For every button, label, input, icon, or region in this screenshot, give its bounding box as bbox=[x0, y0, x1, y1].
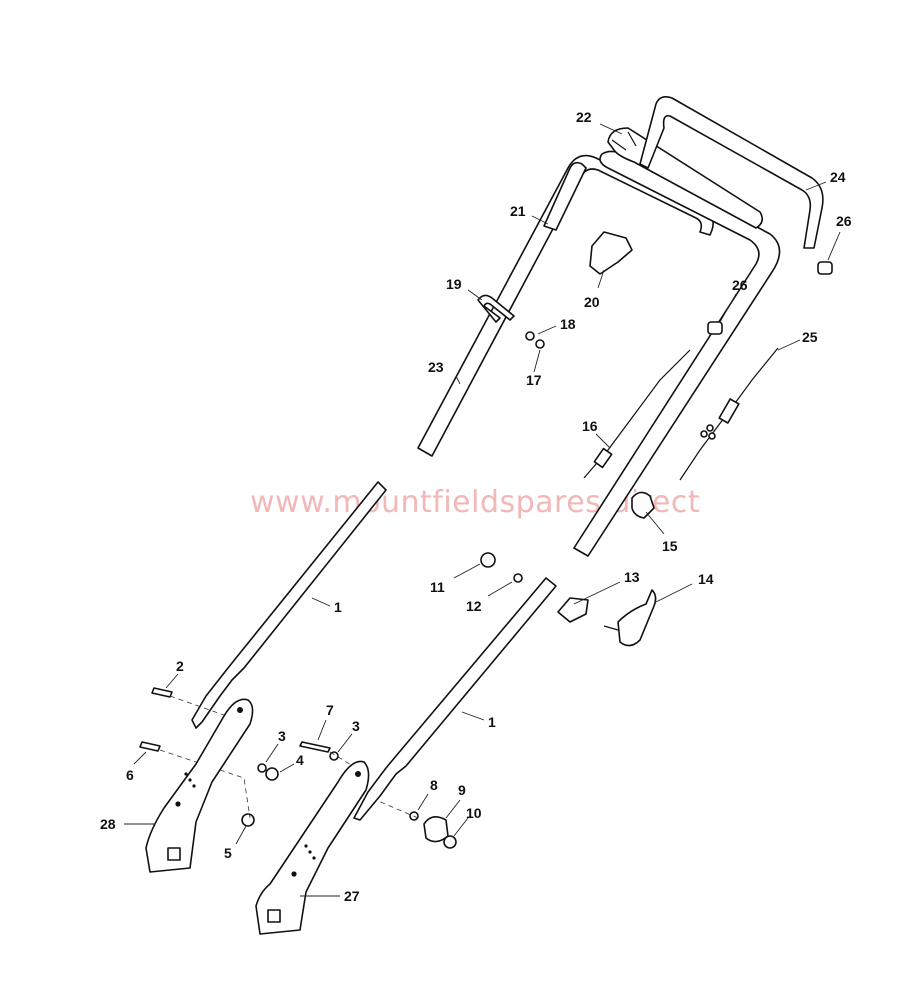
callout-2: 2 bbox=[176, 658, 184, 674]
callout-19: 19 bbox=[446, 276, 462, 292]
callout-1-left: 1 bbox=[334, 599, 342, 615]
callout-6: 6 bbox=[126, 767, 134, 783]
callout-18: 18 bbox=[560, 316, 576, 332]
handle-bracket-part-27 bbox=[255, 760, 370, 935]
wire-bail-part-21 bbox=[543, 161, 587, 231]
drive-cable-part-16 bbox=[583, 349, 691, 479]
callout-24: 24 bbox=[830, 169, 846, 185]
callout-26-right: 26 bbox=[836, 213, 852, 229]
callout-17: 17 bbox=[526, 372, 542, 388]
lower-handle-left bbox=[191, 481, 387, 729]
callout-27: 27 bbox=[344, 888, 360, 904]
callout-10: 10 bbox=[466, 805, 482, 821]
callout-4: 4 bbox=[296, 752, 304, 768]
callout-9: 9 bbox=[458, 782, 466, 798]
washer-part-3-left bbox=[257, 763, 267, 773]
cable-connector-part-26 bbox=[817, 261, 833, 275]
washer-part-3-right bbox=[329, 751, 339, 761]
washer-part-18 bbox=[525, 331, 535, 341]
nut-part-5 bbox=[241, 813, 255, 827]
bolt-part-7 bbox=[299, 741, 331, 753]
cable-guide-part-26-upper bbox=[707, 321, 723, 335]
nut-part-17 bbox=[535, 339, 545, 349]
callout-13: 13 bbox=[624, 569, 640, 585]
cable-bracket-part-20 bbox=[589, 231, 633, 275]
handle-clamp-part-13 bbox=[557, 597, 589, 623]
callout-11: 11 bbox=[430, 579, 445, 595]
callout-16: 16 bbox=[582, 418, 598, 434]
callout-7: 7 bbox=[326, 702, 334, 718]
operator-bail bbox=[639, 96, 824, 249]
bolt-part-2 bbox=[151, 687, 173, 698]
upper-handle bbox=[417, 150, 781, 557]
callout-1-right: 1 bbox=[488, 714, 496, 730]
bolt-part-6 bbox=[139, 741, 161, 752]
handle-lever-part-14 bbox=[617, 589, 657, 647]
lower-handle-right bbox=[353, 577, 557, 821]
callout-15: 15 bbox=[662, 538, 678, 554]
nut-part-10 bbox=[443, 835, 457, 849]
nut-part-11 bbox=[480, 552, 496, 568]
callout-21: 21 bbox=[510, 203, 526, 219]
knob-part-9 bbox=[423, 816, 449, 843]
callout-28: 28 bbox=[100, 816, 116, 832]
callout-14: 14 bbox=[698, 571, 714, 587]
callout-22: 22 bbox=[576, 109, 592, 125]
control-cable-part-25 bbox=[679, 347, 779, 481]
callout-23: 23 bbox=[428, 359, 444, 375]
handle-bracket-part-28 bbox=[145, 698, 254, 873]
callout-12: 12 bbox=[466, 598, 482, 614]
callout-26-left: 26 bbox=[732, 277, 748, 293]
callout-5: 5 bbox=[224, 845, 232, 861]
callout-20: 20 bbox=[584, 294, 600, 310]
callout-8: 8 bbox=[430, 777, 438, 793]
cable-clip-part-15 bbox=[631, 491, 655, 519]
callout-3-left: 3 bbox=[278, 728, 286, 744]
washer-part-12 bbox=[513, 573, 523, 583]
callout-25: 25 bbox=[802, 329, 818, 345]
nut-part-4 bbox=[265, 767, 279, 781]
callout-3-right: 3 bbox=[352, 718, 360, 734]
hairpin-clip-part-19 bbox=[477, 294, 515, 323]
